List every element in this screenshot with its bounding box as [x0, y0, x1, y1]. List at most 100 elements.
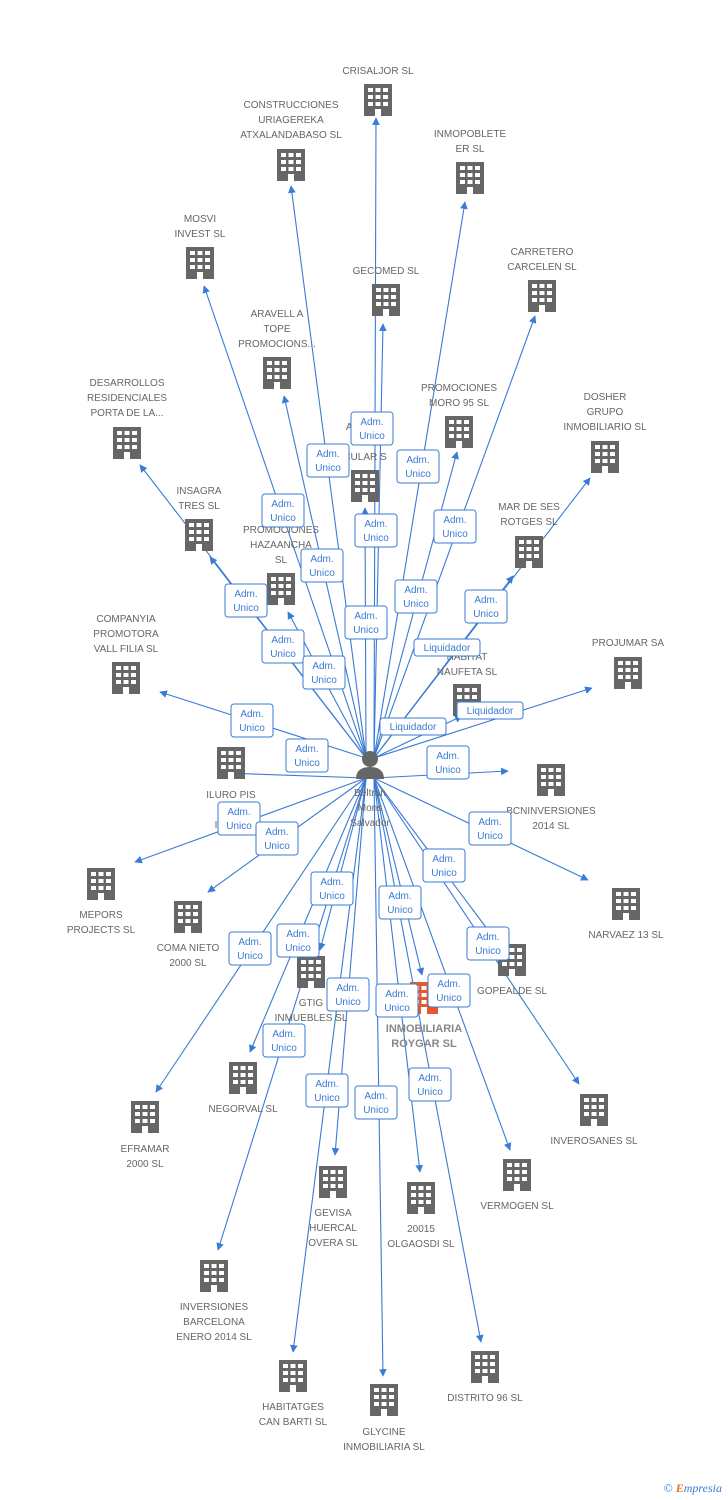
- person-node[interactable]: Beltran Mons Salvador: [350, 751, 390, 829]
- building-icon-mosvi[interactable]: [186, 247, 214, 279]
- building-icon-iluro[interactable]: [217, 747, 245, 779]
- building-icon-olgaosdi[interactable]: [407, 1182, 435, 1214]
- building-icon-glycine[interactable]: [370, 1384, 398, 1416]
- company-label-mardeses-1[interactable]: ROTGES SL: [500, 517, 558, 528]
- building-icon-promoro[interactable]: [445, 416, 473, 448]
- building-icon-narvaez[interactable]: [612, 888, 640, 920]
- company-label-promoro-1[interactable]: MORO 95 SL: [429, 398, 489, 409]
- building-icon-inmopoblete[interactable]: [456, 162, 484, 194]
- company-label-mepors-0[interactable]: MEPORS: [79, 910, 123, 921]
- company-label-comanieto-1[interactable]: 2000 SL: [169, 958, 207, 969]
- company-label-gevisa-1[interactable]: HUERCAL: [309, 1223, 357, 1234]
- building-icon-aplicaciones[interactable]: [351, 470, 379, 502]
- company-label-inmopoblete-0[interactable]: INMOPOBLETE: [434, 129, 507, 140]
- company-label-construcciones-0[interactable]: CONSTRUCCIONES: [243, 100, 338, 111]
- building-icon-crisaljor[interactable]: [364, 84, 392, 116]
- company-label-narvaez-0[interactable]: NARVAEZ 13 SL: [588, 930, 664, 941]
- building-icon-mepors[interactable]: [87, 868, 115, 900]
- building-icon-construcciones[interactable]: [277, 149, 305, 181]
- company-label-mosvi-1[interactable]: INVEST SL: [175, 229, 226, 240]
- company-label-projumar-0[interactable]: PROJUMAR SA: [592, 638, 665, 649]
- company-label-crisaljor-0[interactable]: CRISALJOR SL: [342, 66, 414, 77]
- company-label-carretero-1[interactable]: CARCELEN SL: [507, 262, 577, 273]
- company-label-habitatges-1[interactable]: CAN BARTI SL: [259, 1417, 328, 1428]
- building-icon-bcninv[interactable]: [537, 764, 565, 796]
- company-label-aravell-2[interactable]: PROMOCIONS...: [238, 339, 316, 350]
- company-label-desarrollos-0[interactable]: DESARROLLOS: [89, 378, 164, 389]
- company-label-construcciones-1[interactable]: URIAGEREKA: [258, 115, 324, 126]
- company-label-desarrollos-1[interactable]: RESIDENCIALES: [87, 393, 167, 404]
- building-icon-gecomed[interactable]: [372, 284, 400, 316]
- company-label-invbarcelona-0[interactable]: INVERSIONES: [180, 1302, 249, 1313]
- company-label-bcninv-0[interactable]: BCNINVERSIONES: [506, 806, 596, 817]
- building-icon-vermogen[interactable]: [503, 1159, 531, 1191]
- building-icon-aravell[interactable]: [263, 357, 291, 389]
- building-icon-desarrollos[interactable]: [113, 427, 141, 459]
- building-icon-comanieto[interactable]: [174, 901, 202, 933]
- company-label-eframar-0[interactable]: EFRAMAR: [121, 1144, 170, 1155]
- company-label-gtig-1[interactable]: INMUEBLES SL: [275, 1013, 348, 1024]
- company-label-vermogen-0[interactable]: VERMOGEN SL: [480, 1201, 554, 1212]
- company-label-dosher-1[interactable]: GRUPO: [587, 407, 624, 418]
- building-icon-insagra[interactable]: [185, 519, 213, 551]
- company-label-companyia-1[interactable]: PROMOTORA: [93, 629, 159, 640]
- company-label-inverosanes-0[interactable]: INVEROSANES SL: [550, 1136, 638, 1147]
- building-icon-projumar[interactable]: [614, 657, 642, 689]
- company-label-invbarcelona-2[interactable]: ENERO 2014 SL: [176, 1332, 252, 1343]
- company-label-desarrollos-2[interactable]: PORTA DE LA...: [91, 408, 164, 419]
- building-icon-hazaancha[interactable]: [267, 573, 295, 605]
- company-label-prohabitat-1[interactable]: NAUFETA SL: [437, 667, 498, 678]
- building-icon-companyia[interactable]: [112, 662, 140, 694]
- building-icon-inverosanes[interactable]: [580, 1094, 608, 1126]
- company-label-companyia-2[interactable]: VALL FILIA SL: [94, 644, 159, 655]
- building-icon-eframar[interactable]: [131, 1101, 159, 1133]
- company-label-aplicaciones-2[interactable]: CULAR S: [343, 452, 387, 463]
- building-icon-gevisa[interactable]: [319, 1166, 347, 1198]
- company-label-dosher-2[interactable]: INMOBILIARIO SL: [563, 422, 647, 433]
- company-label-aravell-1[interactable]: TOPE: [263, 324, 290, 335]
- company-label-insagra-0[interactable]: INSAGRA: [176, 486, 221, 497]
- building-icon-negorval[interactable]: [229, 1062, 257, 1094]
- company-label-gecomed-0[interactable]: GECOMED SL: [353, 266, 420, 277]
- company-label-mosvi-0[interactable]: MOSVI: [184, 214, 216, 225]
- company-label-iluro-0[interactable]: ILURO PIS: [206, 790, 256, 801]
- company-label-aravell-0[interactable]: ARAVELL A: [251, 309, 304, 320]
- building-icon-habitatges[interactable]: [279, 1360, 307, 1392]
- building-icon-distrito[interactable]: [471, 1351, 499, 1383]
- company-label-construcciones-2[interactable]: ATXALANDABASO SL: [240, 130, 342, 141]
- building-icon-invbarcelona[interactable]: [200, 1260, 228, 1292]
- company-label-negorval-0[interactable]: NEGORVAL SL: [208, 1104, 278, 1115]
- company-label-roygar-1[interactable]: ROYGAR SL: [391, 1038, 457, 1050]
- company-label-olgaosdi-0[interactable]: 20015: [407, 1224, 435, 1235]
- company-label-bcninv-1[interactable]: 2014 SL: [532, 821, 570, 832]
- company-label-hazaancha-0[interactable]: PROMOCIONES: [243, 525, 319, 536]
- company-label-gevisa-0[interactable]: GEVISA: [314, 1208, 352, 1219]
- company-label-distrito-0[interactable]: DISTRITO 96 SL: [447, 1393, 523, 1404]
- company-label-comanieto-0[interactable]: COMA NIETO: [157, 943, 220, 954]
- company-label-hazaancha-2[interactable]: SL: [275, 555, 288, 566]
- building-icon-dosher[interactable]: [591, 441, 619, 473]
- building-icon-gtig[interactable]: [297, 956, 325, 988]
- company-label-prohabitat-0[interactable]: HABITAT: [447, 652, 488, 663]
- company-label-mepors-1[interactable]: PROJECTS SL: [67, 925, 136, 936]
- company-label-hazaancha-1[interactable]: HAZAANCHA: [250, 540, 312, 551]
- building-icon-mardeses[interactable]: [515, 536, 543, 568]
- company-label-olgaosdi-1[interactable]: OLGAOSDI SL: [387, 1239, 455, 1250]
- company-label-promoro-0[interactable]: PROMOCIONES: [421, 383, 497, 394]
- company-label-roygar-0[interactable]: INMOBILIARIA: [386, 1023, 462, 1035]
- company-label-carretero-0[interactable]: CARRETERO: [511, 247, 574, 258]
- company-label-habitatges-0[interactable]: HABITATGES: [262, 1402, 324, 1413]
- company-label-invbarcelona-1[interactable]: BARCELONA: [183, 1317, 245, 1328]
- company-label-mardeses-0[interactable]: MAR DE SES: [498, 502, 560, 513]
- company-label-companyia-0[interactable]: COMPANYIA: [96, 614, 156, 625]
- company-label-gopealde-0[interactable]: GOPEALDE SL: [477, 986, 547, 997]
- company-label-gtig-0[interactable]: GTIG: [299, 998, 324, 1009]
- company-label-eframar-1[interactable]: 2000 SL: [126, 1159, 164, 1170]
- building-icon-carretero[interactable]: [528, 280, 556, 312]
- company-label-dosher-0[interactable]: DOSHER: [584, 392, 627, 403]
- company-label-insagra-1[interactable]: TRES SL: [178, 501, 220, 512]
- company-label-gevisa-2[interactable]: OVERA SL: [308, 1238, 358, 1249]
- company-label-glycine-0[interactable]: GLYCINE: [362, 1427, 405, 1438]
- company-label-inmopoblete-1[interactable]: ER SL: [456, 144, 485, 155]
- company-label-glycine-1[interactable]: INMOBILIARIA SL: [343, 1442, 425, 1453]
